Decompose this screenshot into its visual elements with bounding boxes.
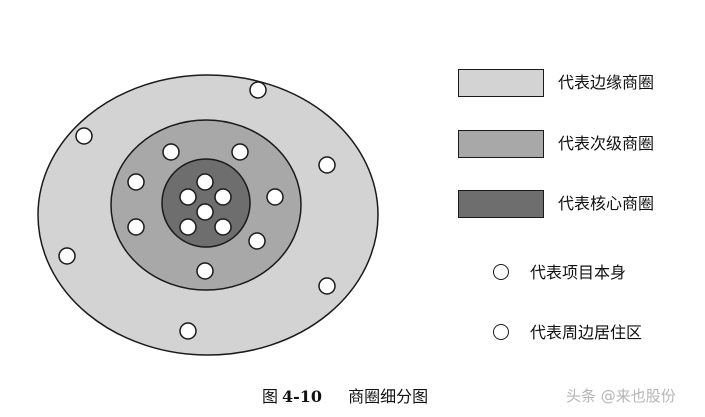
residence-dots — [58, 81, 336, 340]
caption-title: 商圈细分图 — [348, 387, 429, 406]
legend-swatch-middle — [458, 130, 544, 158]
residence-dot — [266, 188, 284, 206]
residence-dot — [196, 262, 214, 280]
legend-label-middle: 代表次级商圈 — [558, 134, 655, 153]
legend-label-outer: 代表边缘商圈 — [558, 73, 655, 92]
residence-dot — [248, 232, 266, 250]
caption-prefix: 图 — [262, 387, 279, 406]
residence-dot — [318, 156, 336, 174]
residence-dot — [318, 277, 336, 295]
core-trade-area — [161, 158, 251, 248]
residence-dot — [214, 218, 232, 236]
residence-dot — [249, 81, 267, 99]
residence-dot — [196, 173, 214, 191]
residence-dot — [127, 218, 145, 236]
residence-dot — [231, 143, 249, 161]
legend-label-core: 代表核心商圈 — [558, 194, 655, 213]
residence-dot — [179, 188, 197, 206]
legend-dot-residence — [493, 324, 509, 340]
watermark: 头条 @来也股份 — [566, 387, 676, 405]
residence-dot — [214, 188, 232, 206]
caption-number: 4-10 — [282, 387, 323, 406]
legend-swatch-outer — [458, 69, 544, 97]
residence-dot — [162, 143, 180, 161]
legend-dot-project — [493, 264, 509, 280]
residence-dot — [127, 173, 145, 191]
legend-label-residence: 代表周边居住区 — [530, 323, 643, 342]
legend-swatch-core — [458, 190, 544, 218]
residence-dot — [179, 322, 197, 340]
legend-label-project: 代表项目本身 — [530, 263, 627, 282]
residence-dot — [196, 203, 214, 221]
residence-dot — [75, 127, 93, 145]
residence-dot — [58, 247, 76, 265]
residence-dot — [179, 218, 197, 236]
